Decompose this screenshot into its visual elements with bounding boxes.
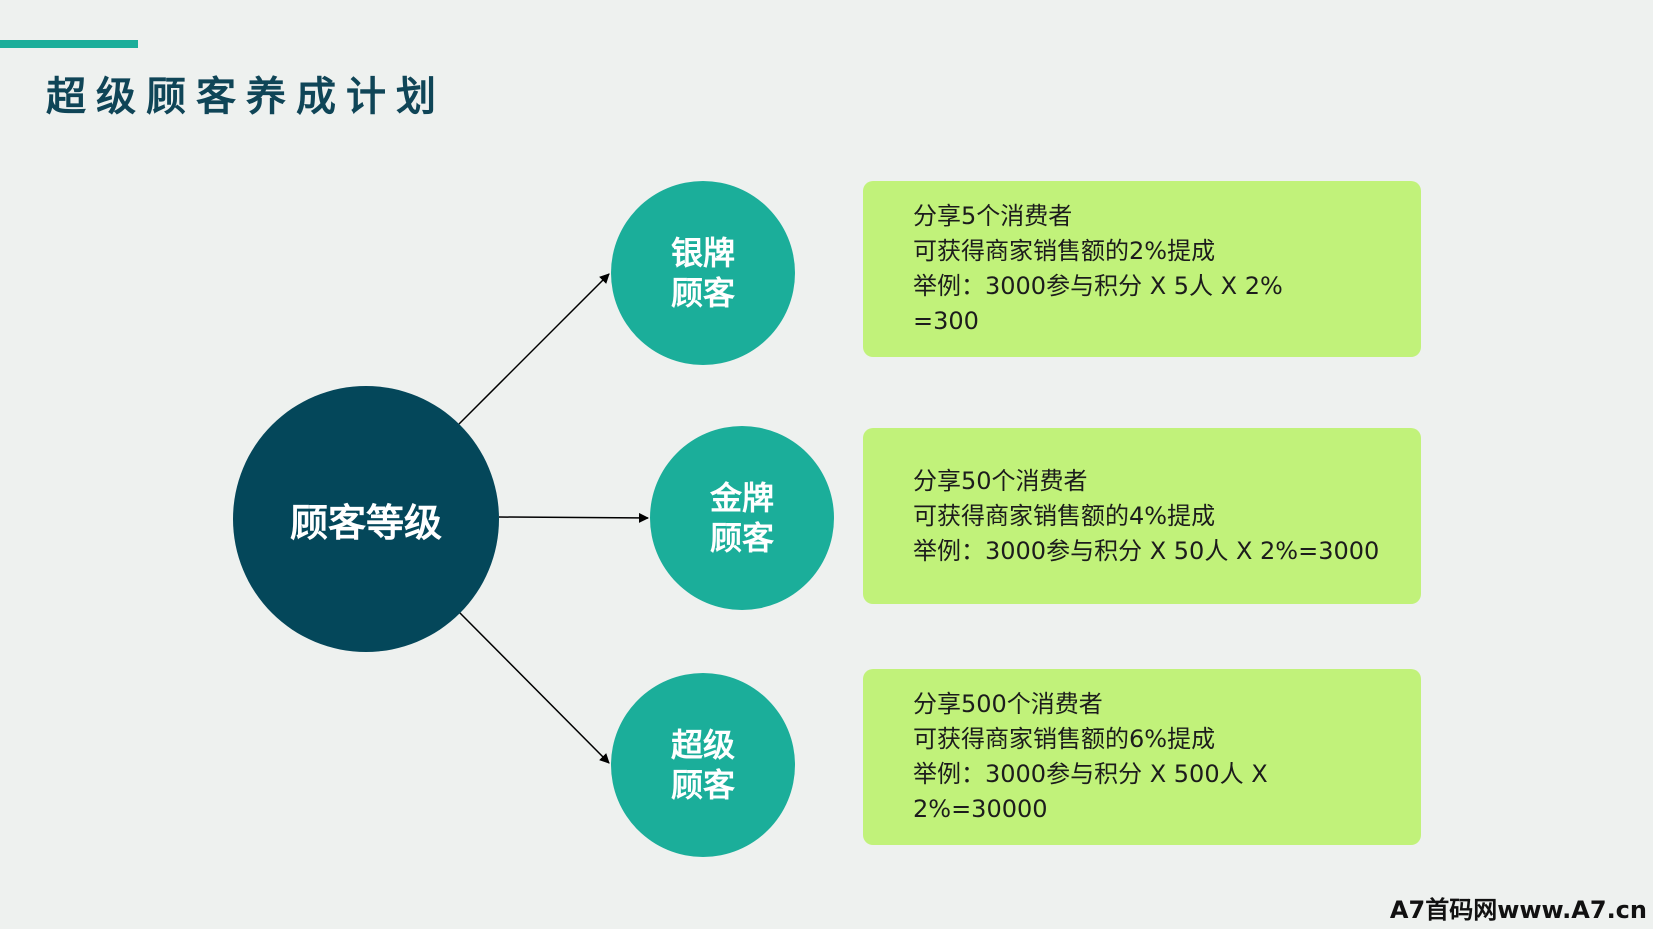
info-card-silver: 分享5个消费者 可获得商家销售额的2%提成 举例：3000参与积分 X 5人 X… (863, 181, 1421, 357)
tier-node-label: 金牌顾客 (709, 479, 774, 557)
page-title: 超级顾客养成计划 (46, 74, 446, 120)
tier-node-label: 超级顾客 (670, 726, 735, 804)
card-line: 举例：3000参与积分 X 50人 X 2%=3000 (913, 536, 1380, 565)
card-line: 可获得商家销售额的6%提成 (913, 725, 1216, 753)
arrow-to-tier2 (498, 512, 649, 523)
card-line: 分享50个消费者 (913, 466, 1088, 495)
center-node-label: 顾客等级 (289, 500, 442, 545)
card-line: 分享500个消费者 (913, 690, 1103, 718)
card-line: 举例：3000参与积分 X 5人 X 2% (913, 272, 1283, 300)
tier-node-gold: 金牌顾客 (650, 426, 834, 610)
card-line: =300 (913, 307, 979, 335)
card-line: 分享5个消费者 (913, 202, 1073, 230)
info-card-super: 分享500个消费者 可获得商家销售额的6%提成 举例：3000参与积分 X 50… (863, 669, 1421, 845)
tier-node-silver: 银牌顾客 (611, 181, 795, 365)
arrow-to-tier1 (458, 273, 610, 425)
card-line: 举例：3000参与积分 X 500人 X (913, 760, 1268, 788)
card-line: 可获得商家销售额的4%提成 (913, 501, 1216, 530)
tier-node-label: 银牌顾客 (670, 234, 735, 312)
arrow-to-tier3 (458, 611, 610, 764)
card-line: 可获得商家销售额的2%提成 (913, 237, 1216, 265)
card-line: 2%=30000 (913, 795, 1048, 823)
tier-node-super: 超级顾客 (611, 673, 795, 857)
title-accent-bar (0, 40, 138, 48)
watermark-text: A7首码网www.A7.cn (1389, 896, 1647, 924)
info-card-gold: 分享50个消费者 可获得商家销售额的4%提成 举例：3000参与积分 X 50人… (863, 428, 1421, 604)
center-node-customer-level: 顾客等级 (233, 386, 499, 652)
